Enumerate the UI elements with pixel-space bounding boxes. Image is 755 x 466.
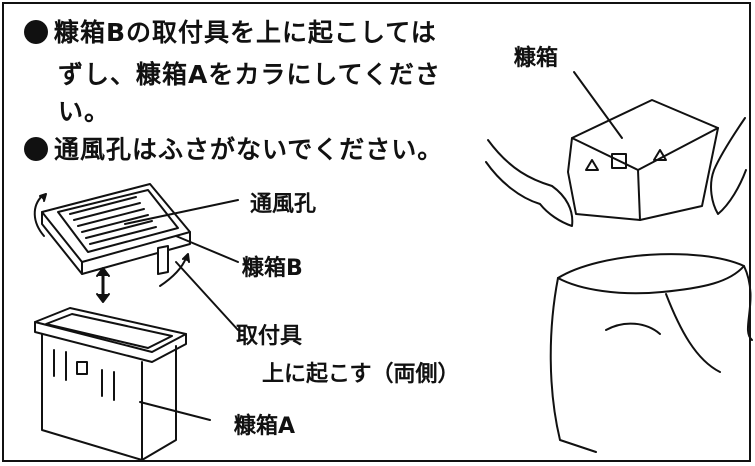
fixture-leader (175, 261, 239, 331)
instruction-panel-border (2, 2, 751, 462)
bin-b-leader (175, 235, 239, 263)
bin-a-illustration (34, 307, 187, 461)
instruction-1-line-2-wrap: ずし、糠箱Aをカラにしてくださ (58, 56, 441, 94)
bin-b-label: 糠箱B (242, 256, 303, 281)
bin-a-label: 糠箱A (234, 414, 296, 439)
instruction-1-line-3-wrap: い。 (58, 93, 110, 131)
fixture-label: 取付具 (236, 324, 303, 349)
vent-hole-label: 通風孔 (250, 192, 317, 217)
instruction-2: 通風孔はふさがないでください。 (54, 135, 444, 164)
bullet-dot-icon (24, 137, 48, 161)
emptying-bin-illustration (485, 71, 753, 453)
instruction-bullet-2: 通風孔はふさがないでください。 (24, 131, 443, 169)
instruction-bullet-1: 糠箱Bの取付具を上に起こしては (24, 14, 437, 52)
bin-label: 糠箱 (514, 46, 559, 71)
separate-arrow-icon (96, 267, 110, 303)
instruction-1-line-1: 糠箱Bの取付具を上に起こしては (54, 18, 437, 47)
fixture-note-label: 上に起こす（両側） (262, 362, 460, 387)
instruction-1-line-3: い。 (58, 97, 111, 126)
bin-leader (573, 71, 623, 139)
bin-b-illustration (33, 183, 191, 287)
vent-hole-leader (124, 199, 239, 225)
bin-a-leader (139, 401, 211, 421)
instruction-1-line-2: ずし、糠箱Aをカラにしてくださ (58, 60, 441, 89)
bullet-dot-icon (24, 20, 48, 44)
